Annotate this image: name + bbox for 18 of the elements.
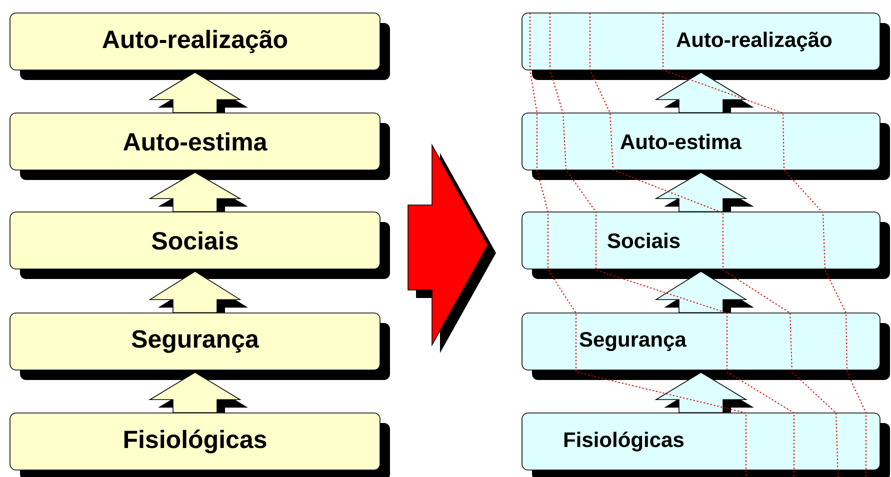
block-arrow [148,172,248,212]
level-box: Sociais [10,212,390,279]
level-box: Fisiológicas [522,412,890,477]
block-arrow [654,72,754,113]
block-arrow [654,372,754,413]
level-box: Segurança [522,312,890,380]
block-arrow [148,72,248,113]
level-box: Segurança [10,312,390,380]
level-box: Auto-realização [522,12,890,80]
level-box: Auto-estima [10,112,390,180]
level-box: Fisiológicas [10,412,390,477]
level-box: Auto-realização [10,12,390,80]
block-arrow [148,270,248,313]
level-box: Auto-estima [522,112,890,180]
block-arrow [654,270,754,313]
block-arrow [148,372,248,413]
level-box: Sociais [522,212,890,279]
block-arrow [654,172,754,212]
